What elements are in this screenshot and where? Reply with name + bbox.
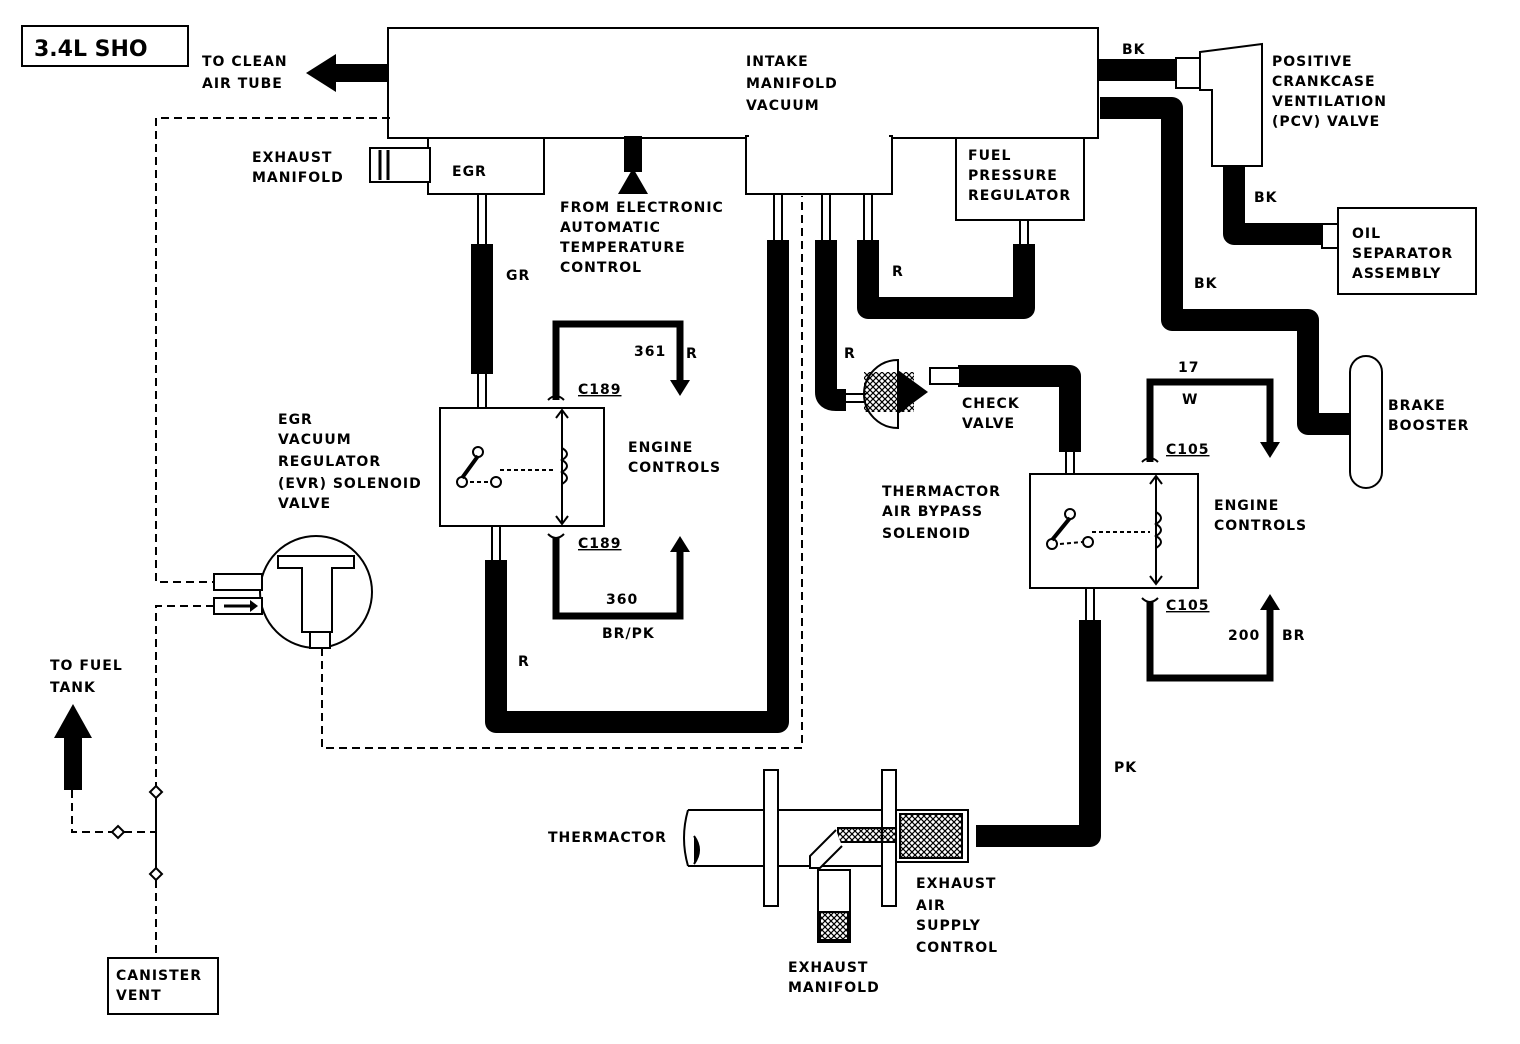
eatc-label-2: AUTOMATIC: [560, 220, 661, 236]
bk-label-1: BK: [1122, 42, 1146, 58]
connector-c189-top: C189: [578, 382, 622, 398]
manifold-ports: [477, 194, 1029, 248]
wire-200-color: BR: [1282, 628, 1305, 644]
evr-label-5: VALVE: [278, 496, 331, 512]
eatc-port: [618, 136, 648, 194]
wire-17-color: W: [1182, 392, 1198, 408]
evr-wiring: [547, 320, 690, 620]
easc-label-3: SUPPLY: [916, 918, 981, 934]
hose-label-r-fpr: R: [892, 264, 904, 280]
easc-label-1: EXHAUST: [916, 876, 996, 892]
clean-air-label-2: AIR TUBE: [202, 76, 283, 92]
egr-valve: [369, 137, 545, 195]
tab-wiring: [1141, 378, 1280, 682]
brake-booster-label-1: BRAKE: [1388, 398, 1446, 414]
hose-label-pk: PK: [1114, 760, 1137, 776]
pcv-valve: [1175, 42, 1263, 167]
intake-manifold: [387, 27, 1099, 195]
engine-controls-2-label-2: CONTROLS: [1214, 518, 1307, 534]
fpr-label-3: REGULATOR: [968, 188, 1071, 204]
engine-controls-1-label-2: CONTROLS: [628, 460, 721, 476]
engine-controls-1-label-1: ENGINE: [628, 440, 693, 456]
tab-solenoid-label-3: SOLENOID: [882, 526, 971, 542]
canister-vent-label-2: VENT: [116, 988, 162, 1004]
connector-c105-bottom: C105: [1166, 598, 1210, 614]
purge-lines: [71, 117, 803, 960]
eatc-label-1: FROM ELECTRONIC: [560, 200, 724, 216]
fpr-label-1: FUEL: [968, 148, 1011, 164]
fpr-label-2: PRESSURE: [968, 168, 1058, 184]
eatc-label-4: CONTROL: [560, 260, 642, 276]
bk-label-2: BK: [1254, 190, 1278, 206]
thermactor-label: THERMACTOR: [548, 830, 667, 846]
oil-separator: [1321, 207, 1477, 295]
wire-360-color: BR/PK: [602, 626, 655, 642]
wire-361: 361: [634, 344, 666, 360]
easc-label-4: CONTROL: [916, 940, 998, 956]
tab-solenoid-label-1: THERMACTOR: [882, 484, 1001, 500]
oil-separator-label-3: ASSEMBLY: [1352, 266, 1441, 282]
canister-vent: [107, 957, 219, 1015]
thermactor-air-bypass-solenoid: [1029, 473, 1199, 589]
easc-label-2: AIR: [916, 898, 946, 914]
exhaust-manifold-2-label-1: EXHAUST: [788, 960, 868, 976]
canister-purge-valve: [213, 535, 373, 649]
engine-controls-2-label-1: ENGINE: [1214, 498, 1279, 514]
egr-label: EGR: [452, 164, 487, 180]
pcv-label-3: VENTILATION: [1272, 94, 1387, 110]
brake-booster-label-2: BOOSTER: [1388, 418, 1469, 434]
tab-solenoid-label-2: AIR BYPASS: [882, 504, 983, 520]
check-valve: [846, 358, 961, 430]
wire-360: 360: [606, 592, 638, 608]
clean-air-arrow: [306, 54, 390, 92]
hose-label-gr: GR: [506, 268, 530, 284]
evr-label-1: EGR: [278, 412, 313, 428]
thermactor-assembly: [683, 769, 969, 943]
wire-200: 200: [1228, 628, 1260, 644]
wire-361-color: R: [686, 346, 698, 362]
evr-solenoid: [439, 407, 605, 527]
fuel-pressure-regulator: [955, 137, 1085, 221]
connector-c189-bottom: C189: [578, 536, 622, 552]
intake-label-1: INTAKE: [746, 54, 809, 70]
pcv-label-4: (PCV) VALVE: [1272, 114, 1380, 130]
canister-vent-label-1: CANISTER: [116, 968, 202, 984]
evr-label-3: REGULATOR: [278, 454, 381, 470]
exhaust-manifold-2-label-2: MANIFOLD: [788, 980, 880, 996]
fuel-tank-label-2: TANK: [50, 680, 96, 696]
hose-label-r-evr: R: [518, 654, 530, 670]
evr-label-4: (EVR) SOLENOID: [278, 476, 422, 492]
brake-booster: [1349, 355, 1383, 489]
check-valve-label-2: VALVE: [962, 416, 1015, 432]
clean-air-label-1: TO CLEAN: [202, 54, 288, 70]
oil-separator-label-2: SEPARATOR: [1352, 246, 1453, 262]
eatc-label-3: TEMPERATURE: [560, 240, 686, 256]
purge-junctions: [110, 784, 164, 882]
fuel-tank-arrow: [54, 704, 92, 790]
exhaust-manifold-label-1: EXHAUST: [252, 150, 332, 166]
diagram-title: 3.4L SHO: [34, 37, 148, 62]
pcv-label-1: POSITIVE: [1272, 54, 1353, 70]
fuel-tank-label-1: TO FUEL: [50, 658, 123, 674]
title-box: 3.4L SHO: [21, 25, 189, 67]
check-valve-label-1: CHECK: [962, 396, 1020, 412]
bk-label-3: BK: [1194, 276, 1218, 292]
pcv-label-2: CRANKCASE: [1272, 74, 1376, 90]
evr-label-2: VACUUM: [278, 432, 352, 448]
exhaust-manifold-label-2: MANIFOLD: [252, 170, 344, 186]
intake-label-3: VACUUM: [746, 98, 820, 114]
hose-label-r-check: R: [844, 346, 856, 362]
vacuum-hoses: [471, 59, 1352, 847]
intake-label-2: MANIFOLD: [746, 76, 838, 92]
connector-c105-top: C105: [1166, 442, 1210, 458]
wire-17: 17: [1178, 360, 1199, 376]
oil-separator-label-1: OIL: [1352, 226, 1381, 242]
